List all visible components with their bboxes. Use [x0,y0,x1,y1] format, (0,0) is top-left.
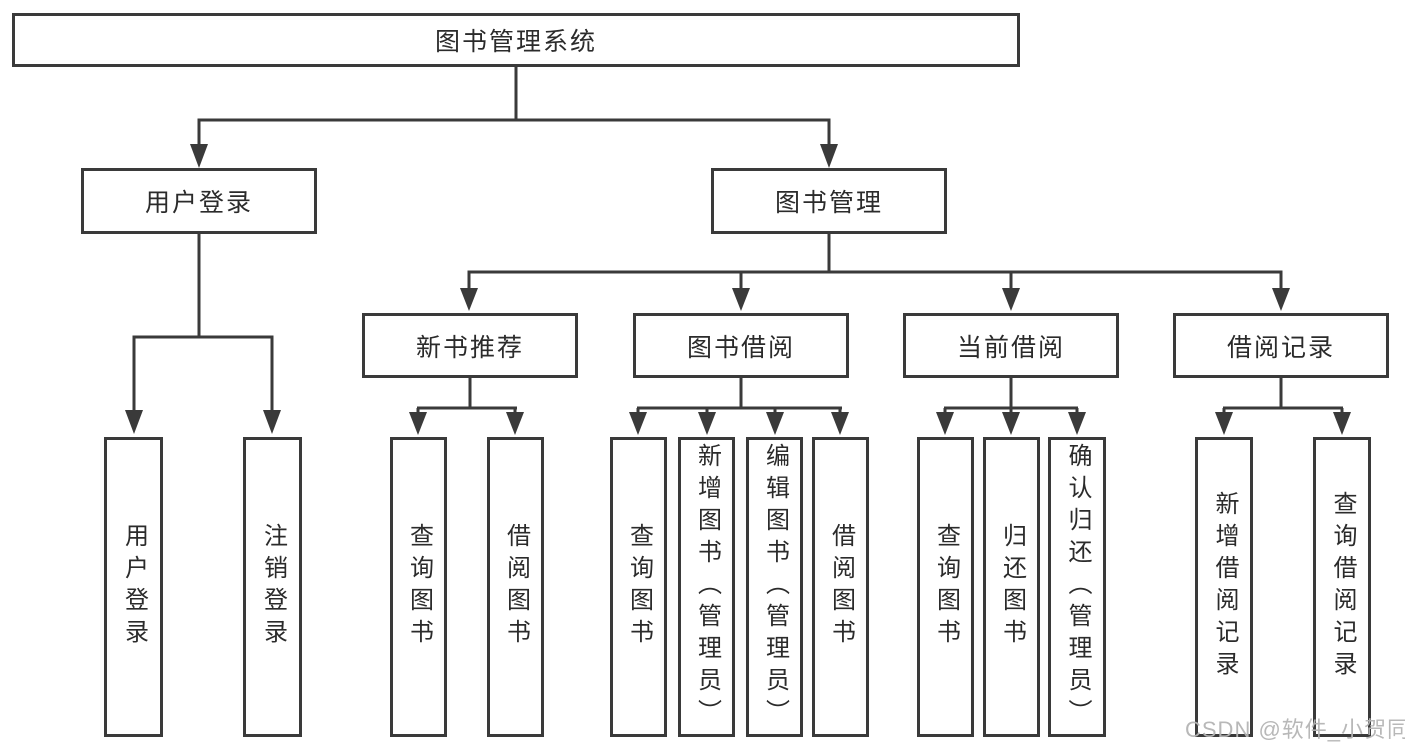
leaf-user-login: 用户登录 [104,437,163,737]
node-current-borrow-label: 当前借阅 [956,333,1065,362]
connector-root-to-level2 [190,67,838,168]
leaf-query-books-borrow-label: 查询图书 [625,523,653,651]
leaf-edit-books-admin-label: 编辑图书（管理员） [761,443,789,731]
connector-user-login-children [125,234,281,434]
node-current-borrow: 当前借阅 [903,313,1119,378]
leaf-query-borrow-record-label: 查询借阅记录 [1329,491,1356,683]
leaf-logout: 注销登录 [243,437,302,737]
node-borrow-records-label: 借阅记录 [1226,333,1335,362]
leaf-borrow-books-recommend-label: 借阅图书 [502,523,530,651]
connector-book-borrow-children [629,378,849,435]
leaf-add-borrow-record: 新增借阅记录 [1195,437,1253,737]
leaf-edit-books-admin: 编辑图书（管理员） [746,437,803,737]
csdn-watermark: CSDN @软件_小贺同学 [1185,717,1405,742]
leaf-logout-label: 注销登录 [259,523,287,651]
leaf-query-books-recommend-label: 查询图书 [405,523,433,651]
leaf-add-books-admin-label: 新增图书（管理员） [693,443,721,731]
node-root: 图书管理系统 [12,13,1020,67]
connector-book-management-children [460,234,1290,311]
node-book-borrow: 图书借阅 [633,313,849,378]
leaf-query-borrow-record: 查询借阅记录 [1313,437,1371,737]
leaf-return-books: 归还图书 [983,437,1040,737]
node-borrow-records: 借阅记录 [1173,313,1389,378]
leaf-query-books-current: 查询图书 [917,437,974,737]
leaf-borrow-books-recommend: 借阅图书 [487,437,544,737]
leaf-user-login-label: 用户登录 [120,523,148,651]
node-root-label: 图书管理系统 [434,28,597,56]
node-book-management-label: 图书管理 [774,189,883,217]
leaf-add-borrow-record-label: 新增借阅记录 [1211,491,1238,683]
leaf-return-books-label: 归还图书 [998,523,1026,651]
node-new-book-recommend-label: 新书推荐 [415,333,524,362]
connector-current-borrow-children [936,378,1086,435]
node-new-book-recommend: 新书推荐 [362,313,578,378]
leaf-confirm-return-admin-label: 确认归还（管理员） [1064,443,1091,731]
leaf-borrow-books-borrow-label: 借阅图书 [827,523,855,651]
connector-borrow-records-children [1215,378,1351,435]
node-user-login-label: 用户登录 [144,189,253,217]
leaf-query-books-recommend: 查询图书 [390,437,447,737]
leaf-query-books-current-label: 查询图书 [932,523,960,651]
leaf-add-books-admin: 新增图书（管理员） [678,437,735,737]
node-book-borrow-label: 图书借阅 [686,333,795,362]
connector-new-book-recommend-children [409,378,524,435]
leaf-query-books-borrow: 查询图书 [610,437,667,737]
node-user-login: 用户登录 [81,168,317,234]
leaf-confirm-return-admin: 确认归还（管理员） [1048,437,1106,737]
node-book-management: 图书管理 [711,168,947,234]
leaf-borrow-books-borrow: 借阅图书 [812,437,869,737]
